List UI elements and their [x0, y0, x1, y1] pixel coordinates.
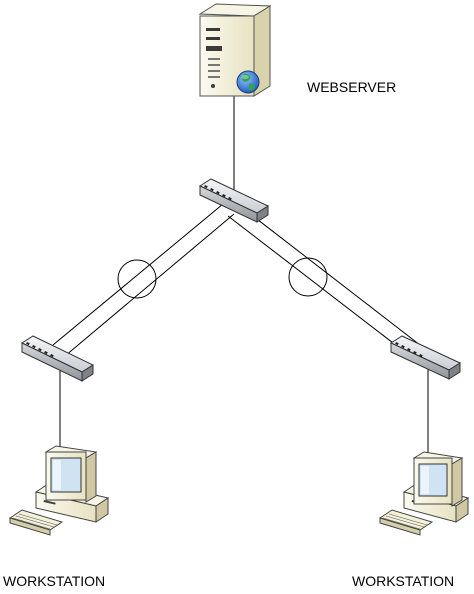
- left-switch-node[interactable]: [20, 335, 95, 382]
- switch-icon: [20, 335, 95, 382]
- link-core-left-switch: [52, 203, 235, 357]
- webserver-label: WEBSERVER: [307, 79, 396, 95]
- workstation-icon: [378, 451, 470, 536]
- switch-icon: [198, 178, 270, 223]
- right-workstation-node[interactable]: WORKSTATION: [352, 451, 470, 589]
- webserver-node[interactable]: WEBSERVER: [198, 3, 396, 97]
- left-workstation-node[interactable]: WORKSTATION: [3, 445, 110, 589]
- link-marker-circle-left: [117, 259, 157, 299]
- globe-icon: [236, 70, 260, 94]
- server-icon: [198, 3, 272, 97]
- core-switch-node[interactable]: [198, 178, 270, 223]
- right-switch-node[interactable]: [389, 335, 462, 380]
- link-marker-circle-right: [288, 257, 328, 297]
- right-workstation-label: WORKSTATION: [352, 573, 454, 589]
- links: [52, 95, 429, 462]
- link-core-right-switch: [227, 205, 421, 357]
- switch-icon: [389, 335, 462, 380]
- workstation-icon: [8, 445, 110, 536]
- left-workstation-label: WORKSTATION: [3, 573, 105, 589]
